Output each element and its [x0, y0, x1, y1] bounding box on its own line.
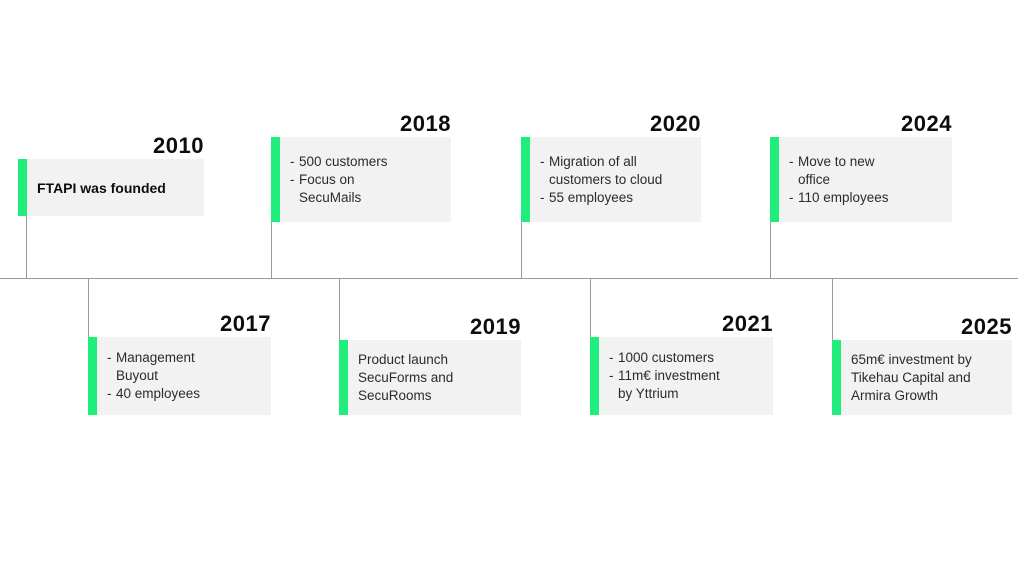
card-body-2019: Product launch SecuForms and SecuRooms — [348, 340, 521, 415]
connector-2020 — [521, 222, 522, 278]
card-2025: 65m€ investment by Tikehau Capital and A… — [832, 340, 1012, 415]
card-2010: FTAPI was founded — [18, 159, 204, 216]
accent-bar-2021 — [590, 337, 599, 415]
accent-bar-2017 — [88, 337, 97, 415]
connector-2019 — [339, 278, 340, 340]
list-item: 500 customers — [290, 153, 441, 171]
card-body-2018: 500 customers Focus on SecuMails — [280, 137, 451, 222]
milestone-year-2019: 2019 — [470, 313, 521, 339]
milestone-year-2025: 2025 — [961, 313, 1012, 339]
card-body-2024: Move to new office 110 employees — [779, 137, 952, 222]
milestone-items-2020: Migration of all customers to cloud 55 e… — [540, 153, 691, 207]
milestone-card-2024[interactable]: 2024 Move to new office 110 employees — [770, 112, 952, 222]
accent-bar-2025 — [832, 340, 841, 415]
milestone-year-2021: 2021 — [722, 310, 773, 336]
milestone-text-2025: 65m€ investment by Tikehau Capital and A… — [851, 351, 972, 403]
card-2017: Management Buyout 40 employees — [88, 337, 271, 415]
list-item: 110 employees — [789, 189, 942, 207]
list-item: Focus on SecuMails — [290, 171, 441, 207]
milestone-items-2024: Move to new office 110 employees — [789, 153, 942, 207]
accent-bar-2018 — [271, 137, 280, 222]
milestone-card-2020[interactable]: 2020 Migration of all customers to cloud… — [521, 112, 701, 222]
accent-bar-2024 — [770, 137, 779, 222]
milestone-items-2018: 500 customers Focus on SecuMails — [290, 153, 441, 207]
list-item: Move to new office — [789, 153, 942, 189]
milestone-card-2010[interactable]: 2010 FTAPI was founded — [18, 134, 204, 216]
card-body-2020: Migration of all customers to cloud 55 e… — [530, 137, 701, 222]
card-2020: Migration of all customers to cloud 55 e… — [521, 137, 701, 222]
card-body-2010: FTAPI was founded — [27, 159, 204, 216]
connector-2024 — [770, 222, 771, 278]
card-2018: 500 customers Focus on SecuMails — [271, 137, 451, 222]
milestone-card-2017[interactable]: 2017 Management Buyout 40 employees — [88, 312, 271, 415]
list-item: 11m€ investment by Yttrium — [609, 367, 763, 403]
connector-2025 — [832, 278, 833, 340]
list-item: 1000 customers — [609, 349, 763, 367]
list-item: Migration of all customers to cloud — [540, 153, 691, 189]
milestone-year-2017: 2017 — [220, 310, 271, 336]
connector-2010 — [26, 215, 27, 278]
milestone-card-2019[interactable]: 2019 Product launch SecuForms and SecuRo… — [339, 315, 521, 415]
connector-2021 — [590, 278, 591, 337]
list-item: 55 employees — [540, 189, 691, 207]
connector-2017 — [88, 278, 89, 337]
card-2024: Move to new office 110 employees — [770, 137, 952, 222]
timeline-axis — [0, 278, 1018, 279]
card-body-2021: 1000 customers 11m€ investment by Yttriu… — [599, 337, 773, 415]
card-2021: 1000 customers 11m€ investment by Yttriu… — [590, 337, 773, 415]
list-item: 40 employees — [107, 385, 261, 403]
milestone-text-2019: Product launch SecuForms and SecuRooms — [358, 351, 454, 403]
card-body-2017: Management Buyout 40 employees — [97, 337, 271, 415]
milestone-headline-2010: FTAPI was founded — [37, 179, 166, 196]
milestone-year-2010: 2010 — [153, 132, 204, 158]
milestone-card-2018[interactable]: 2018 500 customers Focus on SecuMails — [271, 112, 451, 222]
milestone-year-2024: 2024 — [901, 110, 952, 136]
milestone-items-2017: Management Buyout 40 employees — [107, 349, 261, 403]
milestone-items-2021: 1000 customers 11m€ investment by Yttriu… — [609, 349, 763, 403]
accent-bar-2019 — [339, 340, 348, 415]
card-body-2025: 65m€ investment by Tikehau Capital and A… — [841, 340, 1012, 415]
list-item: Management Buyout — [107, 349, 261, 385]
accent-bar-2010 — [18, 159, 27, 216]
accent-bar-2020 — [521, 137, 530, 222]
connector-2018 — [271, 222, 272, 278]
milestone-year-2018: 2018 — [400, 110, 451, 136]
milestone-card-2025[interactable]: 2025 65m€ investment by Tikehau Capital … — [832, 315, 1012, 415]
milestone-card-2021[interactable]: 2021 1000 customers 11m€ investment by Y… — [590, 312, 773, 415]
milestone-year-2020: 2020 — [650, 110, 701, 136]
card-2019: Product launch SecuForms and SecuRooms — [339, 340, 521, 415]
